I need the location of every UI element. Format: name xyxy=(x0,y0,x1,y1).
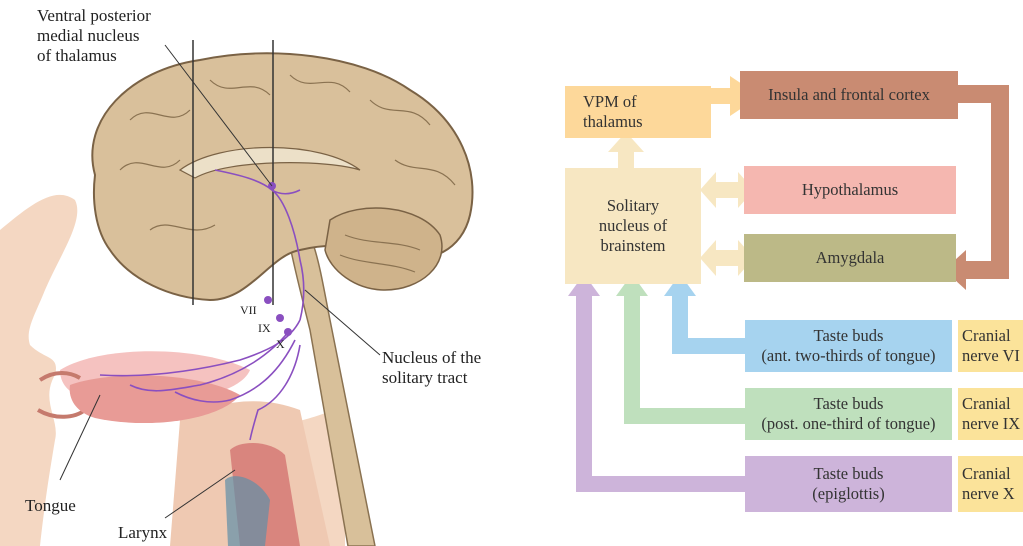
insula-box: Insula and frontal cortex xyxy=(740,71,958,119)
arrow-taste-post xyxy=(632,296,745,416)
vpm-box: VPM of thalamus xyxy=(565,86,711,138)
cerebellum xyxy=(325,208,442,290)
taste-ant-box: Taste buds (ant. two-thirds of tongue) xyxy=(745,320,952,372)
arrow-insula-amygdala xyxy=(958,94,1000,270)
arrow-taste-epi xyxy=(584,296,745,484)
solitary-box: Solitary nucleus of brainstem xyxy=(565,168,701,284)
nerve-x-label: X xyxy=(276,334,285,354)
nerve-vii-label: VII xyxy=(240,300,257,320)
taste-epi-box: Taste buds (epiglottis) xyxy=(745,456,952,512)
taste-post-box: Taste buds (post. one-third of tongue) xyxy=(745,388,952,440)
nerve-ix-label: IX xyxy=(258,318,271,338)
hypothalamus-box: Hypothalamus xyxy=(744,166,956,214)
cranial-x-box: Cranial nerve X xyxy=(958,456,1023,512)
arrow-taste-ant xyxy=(680,296,745,346)
larynx-label: Larynx xyxy=(118,523,167,543)
amygdala-box: Amygdala xyxy=(744,234,956,282)
tongue-label: Tongue xyxy=(25,496,76,516)
head-illustration xyxy=(0,40,473,546)
nts-anatomy-label: Nucleus of the solitary tract xyxy=(382,348,481,388)
cranial-vii-box: Cranial nerve VI xyxy=(958,320,1023,372)
cranial-ix-box: Cranial nerve IX xyxy=(958,388,1023,440)
vpm-anatomy-label: Ventral posterior medial nucleus of thal… xyxy=(37,6,151,66)
